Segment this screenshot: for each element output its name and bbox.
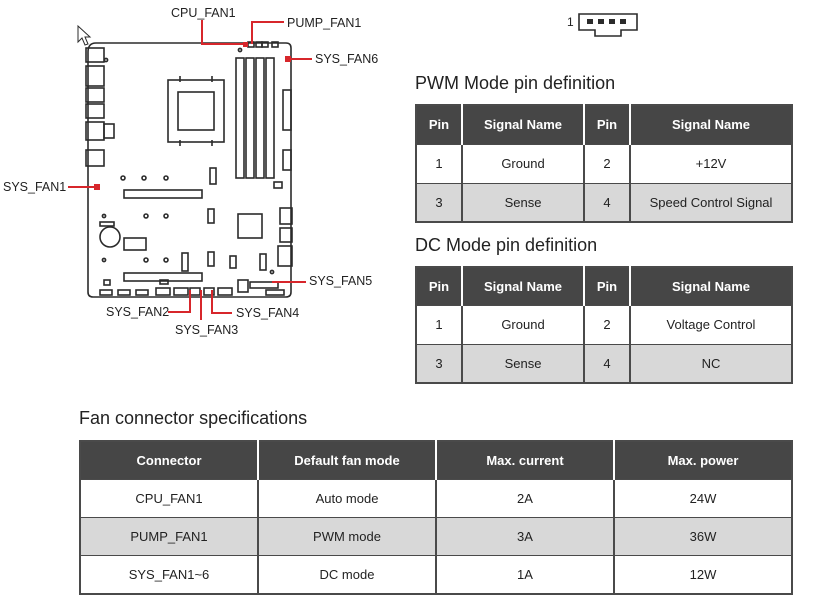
table-cell: Auto mode [257,479,436,517]
table-cell: 2 [583,305,630,344]
table-row: SYS_FAN1~6 DC mode 1A 12W [80,555,792,594]
label-sys-fan3: SYS_FAN3 [175,323,239,337]
label-pump-fan1: PUMP_FAN1 [287,16,362,30]
table-cell: 1 [416,144,462,183]
label-sys-fan6: SYS_FAN6 [315,52,379,66]
table-cell: Sense [461,183,584,222]
table-cell: Speed Control Signal [629,183,792,222]
table-cell: CPU_FAN1 [80,479,258,517]
dc-section-title: DC Mode pin definition [415,235,598,255]
dc-pin-table: Pin Signal Name Pin Signal Name 1 Ground… [415,266,793,384]
pin-one-label: 1 [567,15,574,29]
table-cell: 4 [583,344,630,383]
label-sys-fan1: SYS_FAN1 [3,180,67,194]
table-cell: Ground [461,144,584,183]
dc-header-pin-b: Pin [583,267,630,305]
table-cell: NC [629,344,792,383]
table-cell: 1A [435,555,614,594]
table-cell: DC mode [257,555,436,594]
label-sys-fan2: SYS_FAN2 [106,305,170,319]
table-row: CPU_FAN1 Auto mode 2A 24W [80,479,792,517]
fan-header-current: Max. current [435,441,614,479]
fan-spec-table: Connector Default fan mode Max. current … [79,440,793,595]
fan-header-power: Max. power [613,441,792,479]
table-row: 1 Ground 2 +12V [416,144,792,183]
table-cell: 4 [583,183,630,222]
table-cell: PWM mode [257,517,436,555]
table-cell: 3 [416,344,462,383]
fan-header-mode: Default fan mode [257,441,436,479]
fan-header-connector: Connector [80,441,258,479]
label-cpu-fan1: CPU_FAN1 [171,6,236,20]
table-cell: +12V [629,144,792,183]
pwm-header-signal-a: Signal Name [461,105,584,144]
table-cell: Voltage Control [629,305,792,344]
fan-spec-section-title: Fan connector specifications [79,408,308,428]
pwm-header-signal-b: Signal Name [629,105,792,144]
motherboard-outline [68,20,312,320]
pwm-header-pin-b: Pin [583,105,630,144]
motherboard-diagram: CPU_FAN1 PUMP_FAN1 SYS_FAN6 SYS_FAN1 SYS… [0,0,400,345]
dc-header-pin-a: Pin [416,267,462,305]
table-cell: 36W [613,517,792,555]
pwm-header-pin-a: Pin [416,105,462,144]
dc-header-signal-b: Signal Name [629,267,792,305]
table-cell: 3A [435,517,614,555]
table-cell: 2A [435,479,614,517]
table-cell: 12W [613,555,792,594]
table-row: 3 Sense 4 Speed Control Signal [416,183,792,222]
label-sys-fan5: SYS_FAN5 [309,274,373,288]
table-cell: PUMP_FAN1 [80,517,258,555]
table-cell: 1 [416,305,462,344]
table-cell: SYS_FAN1~6 [80,555,258,594]
table-row: PUMP_FAN1 PWM mode 3A 36W [80,517,792,555]
table-cell: 24W [613,479,792,517]
pwm-section-title: PWM Mode pin definition [415,73,616,93]
table-row: 1 Ground 2 Voltage Control [416,305,792,344]
table-row: 3 Sense 4 NC [416,344,792,383]
connector-outline-icon [578,13,638,37]
pwm-pin-table: Pin Signal Name Pin Signal Name 1 Ground… [415,104,793,223]
dc-header-signal-a: Signal Name [461,267,584,305]
table-cell: 2 [583,144,630,183]
table-cell: Ground [461,305,584,344]
table-cell: 3 [416,183,462,222]
table-cell: Sense [461,344,584,383]
label-sys-fan4: SYS_FAN4 [236,306,300,320]
